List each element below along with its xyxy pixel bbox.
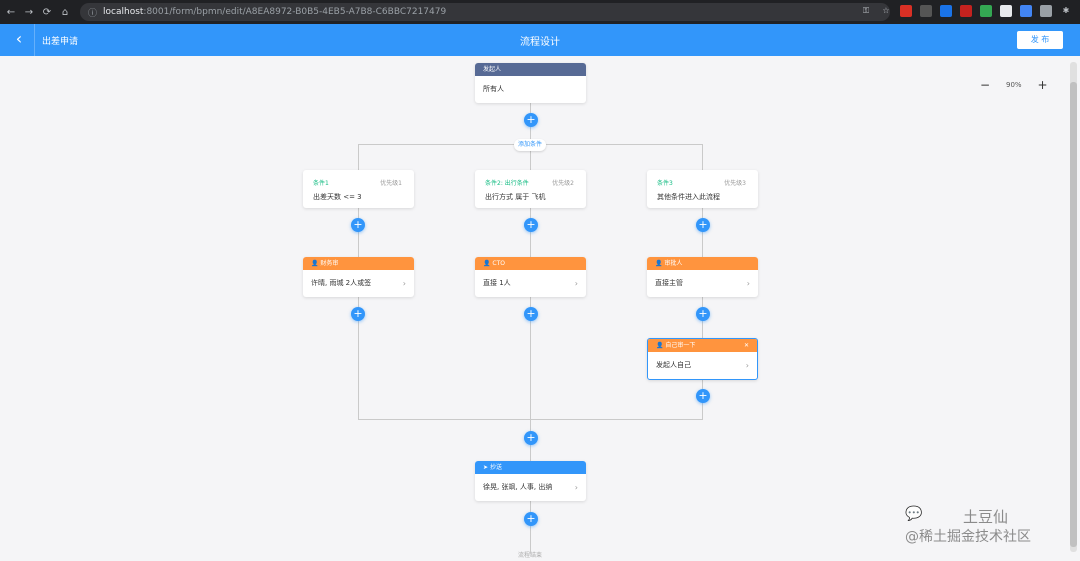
puzzle-icon[interactable]: ✱: [1062, 6, 1070, 15]
branch1-top-line: [358, 144, 359, 170]
app-header: ‹ 出差申请 流程设计 发 布: [0, 24, 1080, 56]
add-node-button[interactable]: +: [524, 512, 538, 526]
approver-node-3[interactable]: 👤 审批人 直接主管›: [647, 257, 758, 297]
approver-header: 👤 CTO: [475, 257, 586, 270]
condition-priority: 优先级3: [724, 180, 746, 187]
user-icon: 👤: [655, 260, 665, 267]
self-approver-node[interactable]: 👤 自己审一下✕ 发起人自己›: [647, 338, 758, 380]
approver-body: 发起人自己›: [648, 352, 757, 379]
condition-content: 出差天数 <= 3: [313, 193, 362, 201]
start-node[interactable]: 发起人 所有人: [475, 63, 586, 103]
chevron-right-icon: ›: [402, 279, 406, 288]
page-title: 流程设计: [520, 37, 560, 48]
condition-card-3[interactable]: 条件3 优先级3 其他条件进入此流程: [647, 170, 758, 208]
extension-red-icon[interactable]: [900, 5, 912, 17]
approver-node-2[interactable]: 👤 CTO 直接 1人›: [475, 257, 586, 297]
add-node-button[interactable]: +: [696, 218, 710, 232]
chevron-right-icon: ›: [574, 279, 578, 288]
condition-title: 条件3: [657, 180, 673, 187]
scrollbar-thumb[interactable]: [1070, 82, 1077, 547]
header-divider: [34, 24, 35, 56]
browser-toolbar: ← → ⟳ ⌂ ⓘ localhost:8001/form/bpmn/edit/…: [0, 0, 1080, 24]
condition-card-2[interactable]: 条件2: 出行条件 优先级2 出行方式 属于 飞机: [475, 170, 586, 208]
start-node-header: 发起人: [475, 63, 586, 76]
chevron-left-icon[interactable]: ‹: [15, 29, 23, 48]
add-node-button[interactable]: +: [524, 113, 538, 127]
condition-content: 其他条件进入此流程: [657, 193, 720, 201]
approver-node-1[interactable]: 👤 财务审 许晴, 雨城 2人或签›: [303, 257, 414, 297]
user-icon: 👤: [656, 342, 666, 349]
extension-grey-icon[interactable]: [1040, 5, 1052, 17]
form-name: 出差申请: [42, 37, 79, 47]
add-node-button[interactable]: +: [524, 431, 538, 445]
extension-abp-icon[interactable]: [960, 5, 972, 17]
address-bar[interactable]: ⓘ localhost:8001/form/bpmn/edit/A8EA8972…: [80, 3, 890, 21]
start-node-body: 所有人: [483, 85, 504, 93]
condition-card-1[interactable]: 条件1 优先级1 出差天数 <= 3: [303, 170, 414, 208]
branch3-top-line: [702, 144, 703, 170]
zoom-in-button[interactable]: +: [1037, 78, 1048, 92]
condition-content: 出行方式 属于 飞机: [485, 193, 546, 201]
approver-body: 许晴, 雨城 2人或签›: [303, 270, 414, 297]
info-icon[interactable]: ⓘ: [88, 8, 98, 19]
zoom-controls: − 90% +: [978, 78, 1050, 92]
wechat-icon: 💬: [905, 506, 923, 522]
watermark-author: 土豆仙: [963, 508, 1009, 526]
url-host: localhost: [103, 7, 144, 17]
chevron-right-icon: ›: [745, 361, 749, 370]
reload-icon[interactable]: ⟳: [42, 6, 52, 18]
extension-translate-icon[interactable]: [1020, 5, 1032, 17]
url-path: :8001/form/bpmn/edit/A8EA8972-B0B5-4EB5-…: [143, 7, 447, 17]
add-node-button[interactable]: +: [351, 218, 365, 232]
cc-header: ➤ 抄送: [475, 461, 586, 474]
add-node-button[interactable]: +: [696, 389, 710, 403]
chevron-right-icon: ›: [574, 483, 578, 492]
add-node-button[interactable]: +: [696, 307, 710, 321]
flow-end-label: 流程结束: [517, 552, 542, 559]
user-icon: 👤: [311, 260, 321, 267]
cc-body: 徐晃, 张飒, 人事, 出纳›: [475, 474, 586, 501]
star-icon[interactable]: ☆: [882, 6, 890, 15]
forward-arrow-icon[interactable]: →: [24, 6, 34, 18]
condition-title: 条件2: 出行条件: [485, 180, 529, 187]
approver-body: 直接主管›: [647, 270, 758, 297]
send-icon: ➤: [483, 464, 490, 471]
close-icon[interactable]: ✕: [743, 342, 749, 349]
extensions: ⚿ ☆ ✱ ⋮: [860, 5, 1080, 17]
publish-button[interactable]: 发 布: [1017, 31, 1063, 49]
add-node-button[interactable]: +: [351, 307, 365, 321]
approver-body: 直接 1人›: [475, 270, 586, 297]
condition-title: 条件1: [313, 180, 329, 187]
key-icon[interactable]: ⚿: [862, 6, 870, 15]
user-icon: 👤: [483, 260, 493, 267]
watermark: 💬 土豆仙 @稀土掘金技术社区: [905, 506, 1031, 545]
cc-node[interactable]: ➤ 抄送 徐晃, 张飒, 人事, 出纳›: [475, 461, 586, 501]
chevron-right-icon: ›: [746, 279, 750, 288]
add-condition-button[interactable]: 添加条件: [514, 139, 546, 151]
extension-white-icon[interactable]: [1000, 5, 1012, 17]
watermark-site: @稀土掘金技术社区: [905, 529, 1031, 545]
add-node-button[interactable]: +: [524, 307, 538, 321]
add-node-button[interactable]: +: [524, 218, 538, 232]
extension-blue-icon[interactable]: [940, 5, 952, 17]
extension-green-icon[interactable]: [980, 5, 992, 17]
main-connector: [530, 103, 531, 553]
zoom-out-button[interactable]: −: [979, 78, 991, 92]
extension-v-icon[interactable]: [920, 5, 932, 17]
approver-header: 👤 审批人: [647, 257, 758, 270]
approver-header: 👤 财务审: [303, 257, 414, 270]
branch-bottom-line: [358, 419, 703, 420]
condition-priority: 优先级2: [552, 180, 574, 187]
condition-priority: 优先级1: [380, 180, 402, 187]
back-arrow-icon[interactable]: ←: [6, 6, 16, 18]
approver-header: 👤 自己审一下✕: [648, 339, 757, 352]
home-icon[interactable]: ⌂: [61, 6, 69, 18]
vertical-scrollbar[interactable]: [1070, 62, 1077, 552]
zoom-level: 90%: [1006, 81, 1022, 89]
